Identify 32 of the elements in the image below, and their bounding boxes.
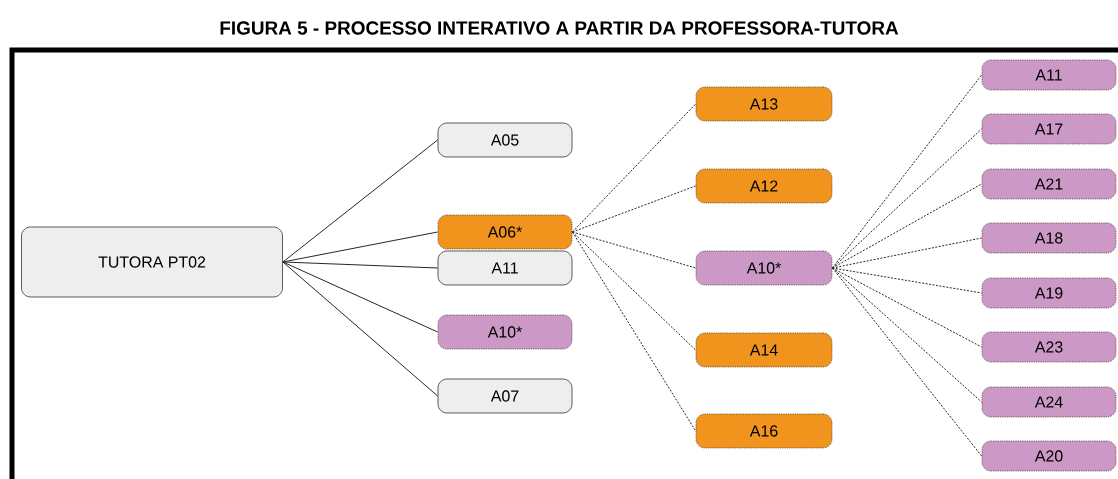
connector-line: [571, 185, 697, 233]
node-box: A05: [437, 122, 573, 158]
connector-line: [282, 261, 439, 269]
node-box: A20: [981, 440, 1117, 472]
connector-line: [282, 261, 439, 333]
connector-line: [831, 128, 983, 269]
node-box: A13: [695, 86, 833, 122]
node-box: A07: [437, 378, 573, 414]
node-box: A17: [981, 113, 1117, 145]
node-box: A23: [981, 331, 1117, 363]
node-box: TUTORA PT02: [21, 226, 283, 298]
node-box: A10*: [437, 314, 573, 350]
connector-line: [571, 103, 697, 233]
node-box: A11: [981, 59, 1117, 91]
connector-line: [831, 237, 983, 269]
figure-title: FIGURA 5 - PROCESSO INTERATIVO A PARTIR DA PROFESSORA-TUTORA: [220, 21, 899, 35]
node-box: A21: [981, 168, 1117, 200]
node-box: A16: [695, 413, 833, 449]
node-box: A18: [981, 222, 1117, 254]
node-box: A19: [981, 277, 1117, 309]
connector-line: [282, 139, 439, 263]
node-box: A12: [695, 168, 833, 204]
node-box: A10*: [695, 250, 833, 286]
connector-line: [571, 231, 697, 351]
connector-line: [282, 261, 439, 397]
node-box: A24: [981, 386, 1117, 418]
node-box: A06*: [437, 214, 573, 250]
connector-line: [571, 231, 697, 432]
node-box: A14: [695, 332, 833, 368]
node-box: A11: [437, 250, 573, 286]
connector-line: [831, 267, 983, 457]
connector-line: [831, 267, 983, 294]
